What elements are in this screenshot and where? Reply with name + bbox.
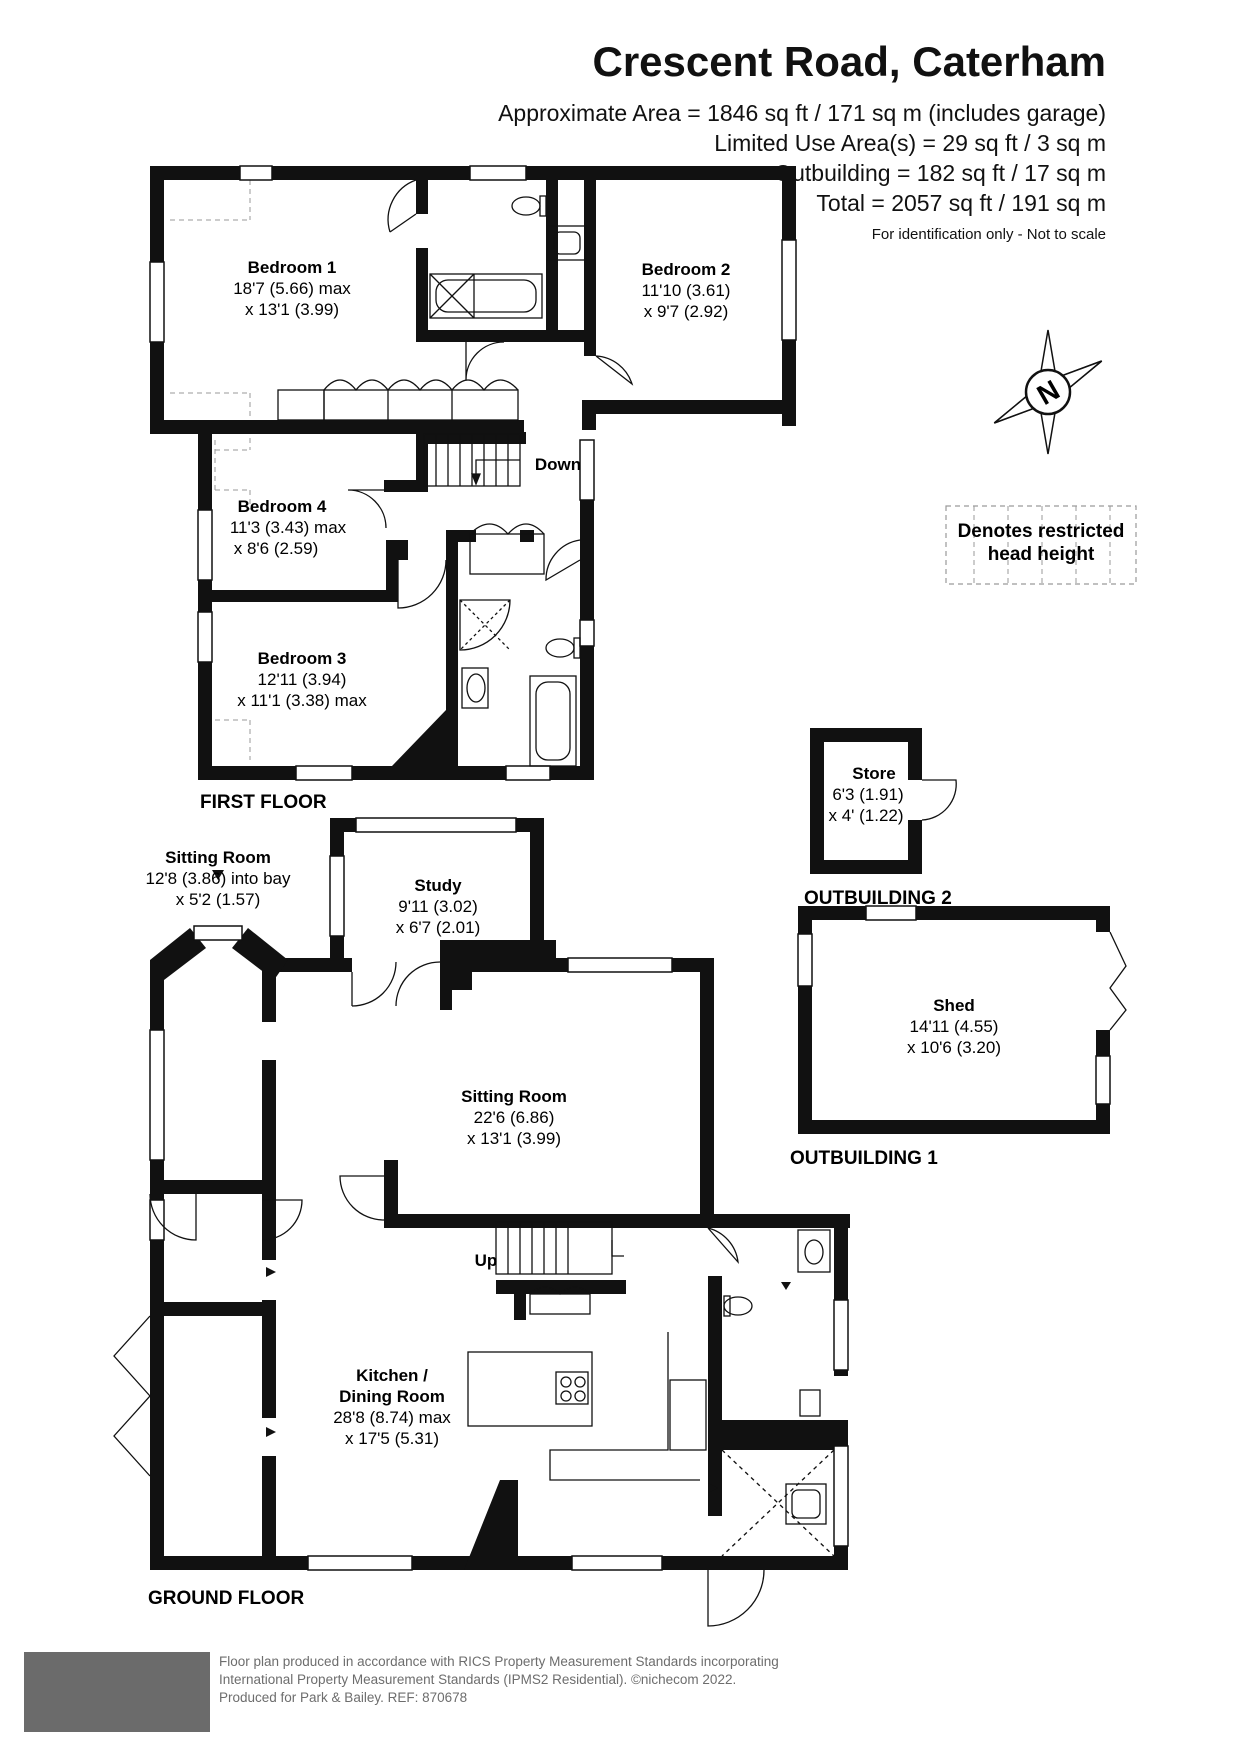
first-floor-windows xyxy=(149,165,797,781)
first-floor-doors xyxy=(347,179,634,609)
kitchen-name-line-2: Dining Room xyxy=(339,1387,445,1406)
bedroom-2-name: Bedroom 2 xyxy=(642,260,731,279)
sitting-room-dim2: x 13'1 (3.99) xyxy=(467,1129,561,1148)
bay-sitting-room-dim1: 12'8 (3.86) into bay xyxy=(145,869,291,888)
wardrobes xyxy=(277,379,545,575)
restricted-height-legend: Denotes restricted head height xyxy=(945,505,1137,585)
outbuilding-1-label: OUTBUILDING 1 xyxy=(790,1148,938,1169)
legend-line-2: head height xyxy=(988,544,1095,565)
ground-floor-doors xyxy=(113,961,765,1627)
bedroom-1-name: Bedroom 1 xyxy=(248,258,337,277)
study-name: Study xyxy=(414,876,462,895)
ground-floor-plan xyxy=(113,817,850,1627)
ground-floor-windows xyxy=(149,817,849,1571)
compass-icon: N xyxy=(993,329,1103,455)
bedroom-1-dim1: 18'7 (5.66) max xyxy=(233,279,351,298)
bay-sitting-room-dim2: x 5'2 (1.57) xyxy=(176,890,261,909)
study-dim1: 9'11 (3.02) xyxy=(398,897,477,916)
footer-line-1: Floor plan produced in accordance with R… xyxy=(219,1654,779,1669)
footer-line-3: Produced for Park & Bailey. REF: 870678 xyxy=(219,1690,468,1705)
restricted-zones xyxy=(170,180,251,760)
store-dim2: x 4' (1.22) xyxy=(828,806,903,825)
limited-use-area: Limited Use Area(s) = 29 sq ft / 3 sq m xyxy=(714,130,1106,156)
sitting-room-name: Sitting Room xyxy=(461,1087,567,1106)
first-floor-label: FIRST FLOOR xyxy=(200,792,327,813)
bedroom-1-dim2: x 13'1 (3.99) xyxy=(245,300,339,319)
outbuilding-2-plan xyxy=(810,728,957,874)
ground-floor-walls xyxy=(150,818,850,1570)
floor-labels: FIRST FLOOR OUTBUILDING 2 OUTBUILDING 1 … xyxy=(148,792,952,1609)
approximate-area: Approximate Area = 1846 sq ft / 171 sq m… xyxy=(498,100,1106,126)
bedroom-2-dim1: 11'10 (3.61) xyxy=(642,281,731,300)
footer-line-2: International Property Measurement Stand… xyxy=(219,1672,737,1687)
bedroom-2-dim2: x 9'7 (2.92) xyxy=(644,302,729,321)
outbuilding-1-plan xyxy=(797,905,1127,1134)
legend-line-1: Denotes restricted xyxy=(958,521,1125,542)
agent-logo-box xyxy=(24,1652,210,1732)
room-labels: Bedroom 1 18'7 (5.66) max x 13'1 (3.99) … xyxy=(145,258,1000,1448)
kitchen-name-line-1: Kitchen / xyxy=(356,1366,428,1385)
stairs-up-label: Up xyxy=(475,1251,498,1270)
study-dim2: x 6'7 (2.01) xyxy=(396,918,481,937)
stairs-down-label: Down xyxy=(535,455,581,474)
ground-floor-label: GROUND FLOOR xyxy=(148,1588,304,1609)
bay-sitting-room-name: Sitting Room xyxy=(165,848,271,867)
bedroom-4-name: Bedroom 4 xyxy=(238,497,327,516)
ground-floor-fixtures xyxy=(721,1229,835,1557)
sitting-room-dim1: 22'6 (6.86) xyxy=(474,1108,555,1127)
bedroom-4-dim1: 11'3 (3.43) max xyxy=(230,518,347,537)
store-name: Store xyxy=(852,764,895,783)
kitchen-fixtures xyxy=(467,1221,707,1481)
scale-note: For identification only - Not to scale xyxy=(871,226,1106,243)
outbuilding-2-label: OUTBUILDING 2 xyxy=(804,888,952,909)
first-floor-plan xyxy=(149,165,797,781)
bedroom-3-name: Bedroom 3 xyxy=(258,649,347,668)
bedroom-3-dim2: x 11'1 (3.38) max xyxy=(237,691,367,710)
bedroom-3-dim1: 12'11 (3.94) xyxy=(258,670,347,689)
threshold-arrows xyxy=(212,870,791,1493)
shed-dim1: 14'11 (4.55) xyxy=(910,1017,999,1036)
kitchen-dim2: x 17'5 (5.31) xyxy=(345,1429,439,1448)
kitchen-dim1: 28'8 (8.74) max xyxy=(333,1408,451,1427)
outbuilding-area: Outbuilding = 182 sq ft / 17 sq m xyxy=(774,160,1106,186)
property-title: Crescent Road, Caterham xyxy=(592,38,1107,85)
shed-name: Shed xyxy=(933,996,975,1015)
store-dim1: 6'3 (1.91) xyxy=(832,785,903,804)
shed-dim2: x 10'6 (3.20) xyxy=(907,1038,1001,1057)
first-floor-stairs xyxy=(423,433,521,487)
bedroom-4-dim2: x 8'6 (2.59) xyxy=(234,539,319,558)
first-floor-fixtures xyxy=(429,195,587,767)
total-area: Total = 2057 sq ft / 191 sq m xyxy=(816,190,1106,216)
